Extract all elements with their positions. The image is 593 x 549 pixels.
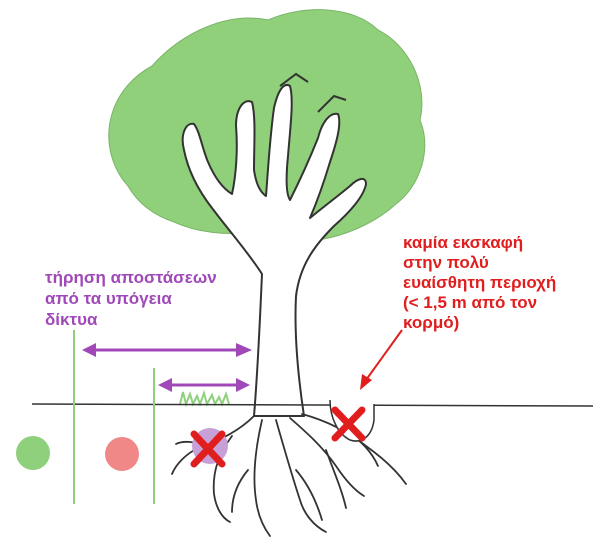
dimension-1-5m-label: 1,5 m	[180, 367, 216, 383]
green-utility-pipe	[16, 436, 50, 470]
distance-note: τήρηση αποστάσεων από τα υπόγεια δίκτυα	[45, 267, 295, 330]
ground-line	[32, 404, 593, 406]
dimension-2m-label: 2 m	[149, 330, 173, 346]
red-utility-pipe	[105, 437, 139, 471]
no-dig-note: καμία εκσκαφή στην πολύ ευαίσθητη περιοχ…	[403, 233, 593, 333]
grass	[180, 392, 229, 404]
warning-arrow-icon	[360, 330, 402, 390]
